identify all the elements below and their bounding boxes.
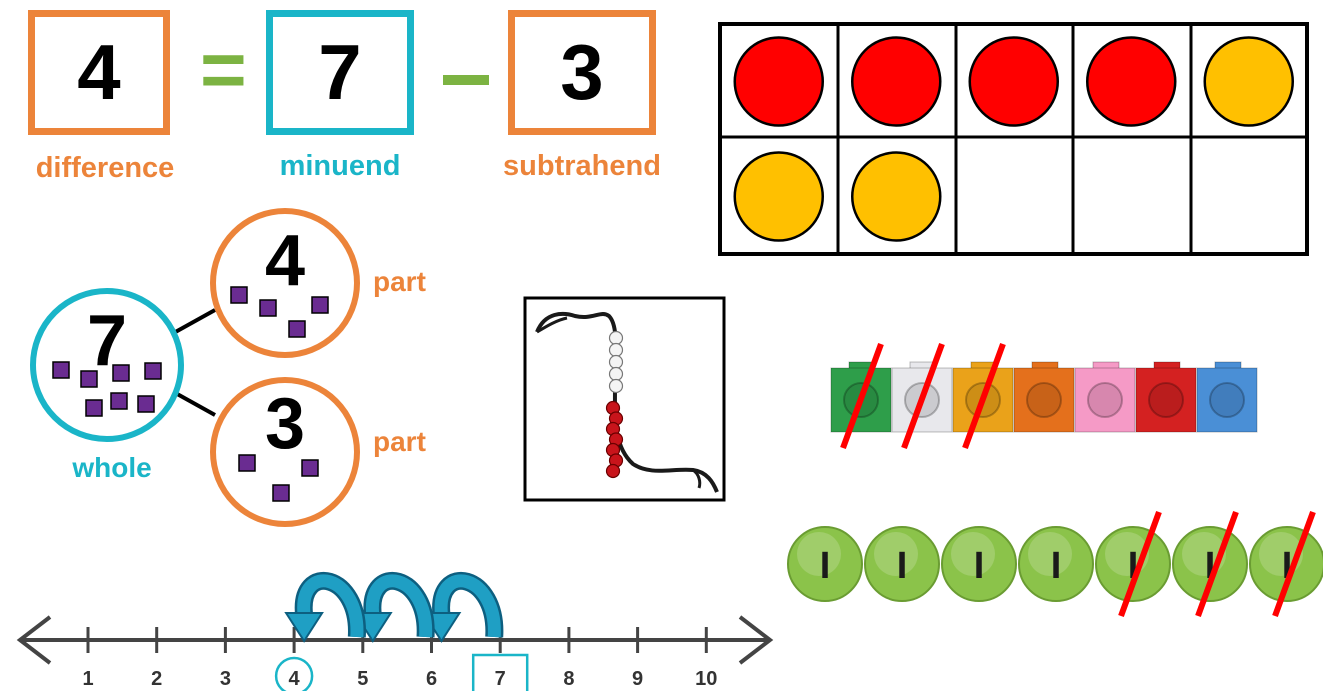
number-line-tick-label: 10: [695, 668, 717, 690]
chip-label: I: [974, 545, 985, 587]
part-top-circle: [210, 208, 360, 358]
number-bond: 7 4 3 whole part part: [30, 208, 426, 527]
part-bottom-square: [238, 454, 256, 472]
equals-sign: =: [200, 25, 247, 114]
number-line-tick-label: 2: [151, 668, 162, 690]
part-bottom-circle: [210, 377, 360, 527]
chip-strike-mark: [1195, 510, 1239, 618]
start-box: [471, 653, 529, 691]
red-counter: [968, 36, 1059, 127]
bead-string: [523, 296, 726, 502]
number-line-tick-label: 5: [357, 668, 368, 690]
linking-cube: [1196, 361, 1258, 433]
part-top-value: 4: [265, 221, 305, 301]
linking-cube: [1135, 361, 1197, 433]
red-counter: [851, 36, 942, 127]
jump-label: -1: [390, 598, 408, 620]
part-bottom-square: [272, 484, 290, 502]
counting-chip: I: [787, 526, 863, 602]
part-top-square: [259, 299, 277, 317]
number-line-tick-label: 8: [563, 668, 574, 690]
jump-arrow: -1: [421, 571, 504, 643]
whole-square: [85, 399, 103, 417]
counting-chip: I: [864, 526, 940, 602]
chip-strike-mark: [1118, 510, 1162, 618]
chip-label: I: [820, 545, 831, 587]
difference-label: difference: [35, 152, 175, 184]
minus-sign: [443, 75, 489, 85]
ten-frame: [718, 22, 1309, 256]
yellow-counter: [733, 151, 824, 242]
whole-square: [144, 362, 162, 380]
red-counter: [1086, 36, 1177, 127]
whole-square: [110, 392, 128, 410]
linking-cube: [891, 361, 953, 433]
jump-label: -1: [459, 598, 477, 620]
whole-square: [80, 370, 98, 388]
counting-chip: I: [1018, 526, 1094, 602]
white-bead: [608, 354, 624, 370]
number-line-tick-label: 1: [82, 668, 93, 690]
whole-square: [52, 361, 70, 379]
part-bottom-square: [301, 459, 319, 477]
cube-strike-mark: [840, 342, 884, 450]
yellow-counter: [851, 151, 942, 242]
jump-arrow: -1: [352, 571, 435, 643]
subtrahend-box: 3: [508, 10, 656, 135]
number-line-tick-label: 3: [220, 668, 231, 690]
part-bottom-label: part: [373, 426, 426, 457]
number-line-tick-label: 9: [632, 668, 643, 690]
red-counter: [733, 36, 824, 127]
cube-strike-mark: [962, 342, 1006, 450]
counting-chip: I: [941, 526, 1017, 602]
chip-label: I: [1205, 545, 1216, 587]
number-line-tick-label: 7: [495, 668, 506, 690]
part-top-square: [311, 296, 329, 314]
subtrahend-label: subtrahend: [503, 150, 661, 182]
part-top-square: [230, 286, 248, 304]
part-top-label: part: [373, 266, 426, 297]
right-arrowhead: [738, 615, 774, 665]
linking-cube: [1074, 361, 1136, 433]
whole-square: [112, 364, 130, 382]
counting-chip: I: [1172, 526, 1248, 602]
yellow-counter: [1203, 36, 1294, 127]
white-bead: [608, 378, 624, 394]
chip-label: I: [1051, 545, 1062, 587]
chip-label: I: [897, 545, 908, 587]
minuend-box: 7: [266, 10, 414, 135]
red-bead: [605, 463, 621, 479]
whole-square: [137, 395, 155, 413]
white-bead: [608, 330, 624, 346]
white-bead: [608, 342, 624, 358]
chip-strike-mark: [1272, 510, 1316, 618]
part-top-square: [288, 320, 306, 338]
chip-label: I: [1282, 545, 1293, 587]
linking-cubes: [830, 342, 1258, 450]
minuend-label: minuend: [279, 150, 401, 182]
jump-label: -1: [322, 598, 340, 620]
minuend-value: 7: [318, 28, 362, 116]
chip-label: I: [1128, 545, 1139, 587]
number-line-tick-label: 4: [289, 668, 301, 690]
jump-arrow: -1: [284, 571, 366, 643]
subtrahend-value: 3: [560, 28, 604, 116]
number-line-tick-label: 6: [426, 668, 437, 690]
linking-cube: [1013, 361, 1075, 433]
difference-box: 4: [28, 10, 170, 135]
white-bead: [608, 366, 624, 382]
left-arrowhead: [16, 615, 52, 665]
end-circle: [274, 656, 314, 691]
whole-label: whole: [71, 452, 151, 483]
difference-value: 4: [77, 28, 121, 116]
number-line: 1 2 3 4 5 6 7 8 9 10 -1 -1 -1: [16, 571, 774, 691]
part-bottom-value: 3: [265, 384, 305, 464]
cube-strike-mark: [901, 342, 945, 450]
